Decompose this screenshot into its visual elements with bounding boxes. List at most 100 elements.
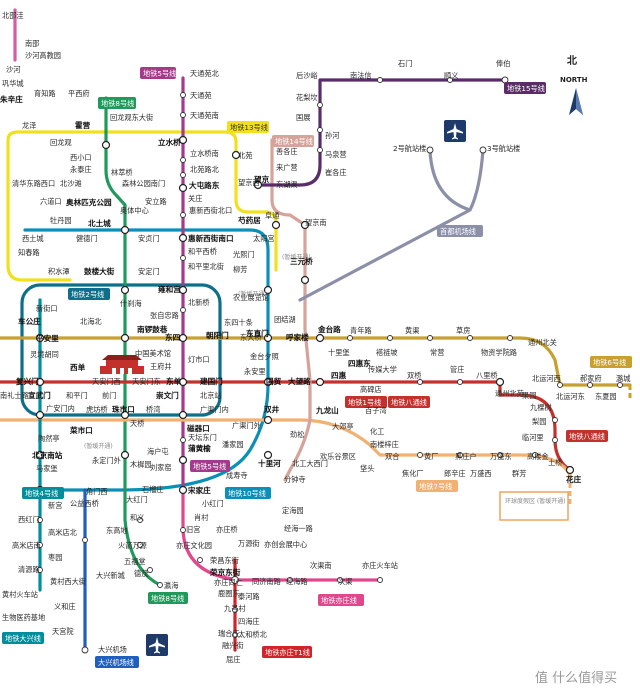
station-label: 孙河 xyxy=(325,131,339,140)
station-label: 亦庄同仁 xyxy=(214,578,243,587)
station-label: 国展 xyxy=(296,113,310,122)
station-label: 平安里 xyxy=(36,333,59,343)
station-label: 北沙滩 xyxy=(60,179,82,188)
station-label: 次渠南 xyxy=(310,561,332,570)
station-label: 天坛东门 xyxy=(188,433,217,442)
station-label: 刘家窑 xyxy=(150,463,172,472)
station-label: 国贸 xyxy=(266,376,282,386)
station-label: 来广营 xyxy=(276,163,298,172)
station-label: 安立路 xyxy=(145,197,167,206)
line6-path xyxy=(0,336,632,387)
station-label: 黄渠 xyxy=(405,326,419,335)
station-label: 朝阳门 xyxy=(206,330,229,340)
station-label: 善各庄 xyxy=(276,147,298,156)
station-label: 崇文门 xyxy=(156,390,179,400)
station-label: 健德门 xyxy=(76,234,98,243)
station-label: 森林公园南门 xyxy=(122,179,165,188)
station-label: 龙泽 xyxy=(22,121,36,130)
station-labels: 北邵洼 南邵 沙河高教园 沙河 巩华城 朱辛庄 育知路 平西府 天通苑北 天通苑… xyxy=(0,11,630,664)
station-label: 黄厂 xyxy=(424,452,438,461)
station-label: 菜市口 xyxy=(69,425,93,435)
station-label: 朱辛庄 xyxy=(0,94,23,104)
station-label: 虎坊桥 xyxy=(86,405,108,414)
station-label: 瑞合庄 xyxy=(218,629,240,638)
station-label: 北京站 xyxy=(200,391,222,400)
station-label: 临河里 xyxy=(522,433,544,442)
station-label: 亦庄桥 xyxy=(216,525,238,534)
station-label: 和义 xyxy=(130,513,144,522)
station-label: 黄村西大街 xyxy=(50,577,86,586)
station-label: 青年路 xyxy=(350,326,372,335)
station-label: 大屯路东 xyxy=(189,180,220,190)
station-label: 九棵树 xyxy=(530,403,552,412)
station-label: 灵境胡同 xyxy=(30,350,59,359)
station-label: 通州北苑 xyxy=(495,389,524,398)
station-label: 高米店北 xyxy=(48,528,77,537)
station-label: 潞城 xyxy=(616,374,630,383)
station-label: 天安门东 xyxy=(132,377,161,386)
station-label: 什刹海 xyxy=(120,299,142,308)
badge-line6: 地铁6号线 xyxy=(593,358,626,367)
station-label: 前门 xyxy=(102,391,116,400)
station-label: 育知路 xyxy=(34,89,56,98)
station-label: 土桥 xyxy=(548,458,562,467)
station-label: 黑庄户 xyxy=(455,452,477,461)
station-label: 东单 xyxy=(166,376,182,386)
badge-line15: 地铁15号线 xyxy=(507,84,545,93)
station-label: 宋家庄 xyxy=(187,485,211,495)
tiananmen-icon xyxy=(100,355,144,374)
station-label: 焦化厂 xyxy=(402,469,424,478)
station-label: 立水桥南 xyxy=(190,149,219,158)
station-label: 惠新西街南口 xyxy=(188,233,234,243)
station-label: 亦庄文化园 xyxy=(176,541,212,550)
station-label: 石榴庄 xyxy=(142,485,164,494)
station-label: 新宫 xyxy=(48,501,62,510)
station-label: 张自忠路 xyxy=(150,311,179,320)
badge-line5b: 地铁5号线 xyxy=(193,462,226,471)
station-label: 关庄 xyxy=(188,194,202,203)
station-label: 柳芳 xyxy=(233,265,247,274)
station-label: 崔各庄 xyxy=(325,168,347,177)
line13-path xyxy=(6,130,278,282)
station-label: 定海园 xyxy=(282,506,304,515)
station-label: 北苑路北 xyxy=(190,165,219,174)
station-label: 北运河东 xyxy=(556,392,585,401)
station-label: 通州北关 xyxy=(528,338,557,347)
station-label: 望京西 xyxy=(238,178,260,187)
station-label: 经海一路 xyxy=(284,524,313,533)
station-label: 永安里 xyxy=(244,367,266,376)
line15-path xyxy=(256,78,507,187)
station-label: 蒲黄榆 xyxy=(188,443,211,453)
station-label: 南锣鼓巷 xyxy=(137,324,168,334)
station-label: 太阳宫 xyxy=(253,234,275,243)
station-label: 安贞门 xyxy=(138,234,160,243)
station-label: 小红门 xyxy=(202,499,224,508)
station-label: 林萃桥 xyxy=(111,168,133,177)
badge-line4: 地铁4号线 xyxy=(25,489,58,498)
station-label: 瀛海 xyxy=(164,581,178,590)
station-label: 天通苑北 xyxy=(190,69,219,78)
station-label: 荣昌东街 xyxy=(210,556,239,565)
station-label: 广安门内 xyxy=(46,404,75,413)
badge-line7: 地铁7号线 xyxy=(419,482,452,491)
station-label: 五福堂 xyxy=(124,557,146,566)
station-label: 望京 xyxy=(254,174,270,184)
station-label: 和平里北街 xyxy=(188,262,224,271)
station-label: 传媒大学 xyxy=(368,365,397,374)
badge-line8-top: 地铁8号线 xyxy=(101,99,134,108)
station-label: 花梨坎 xyxy=(296,93,318,102)
station-label: 大兴新城 xyxy=(96,571,125,580)
station-label: 三元桥 xyxy=(290,256,313,266)
line8-path xyxy=(104,96,162,587)
airplane-icon xyxy=(444,120,466,142)
airplane-icon-daxing xyxy=(146,634,168,656)
note-4: 环球度假区 (暂缓开通) xyxy=(505,497,566,505)
station-label: 桥湾 xyxy=(146,405,160,414)
station-label: 新街口 xyxy=(36,304,58,313)
station-label: 东四 xyxy=(165,332,181,342)
station-label: 王府井 xyxy=(150,362,172,371)
station-label: 经海路 xyxy=(286,577,308,586)
station-label: 郝家府 xyxy=(580,374,602,383)
station-label: 亦庄火车站 xyxy=(362,561,398,570)
station-label: 回龙观东大街 xyxy=(110,113,153,122)
